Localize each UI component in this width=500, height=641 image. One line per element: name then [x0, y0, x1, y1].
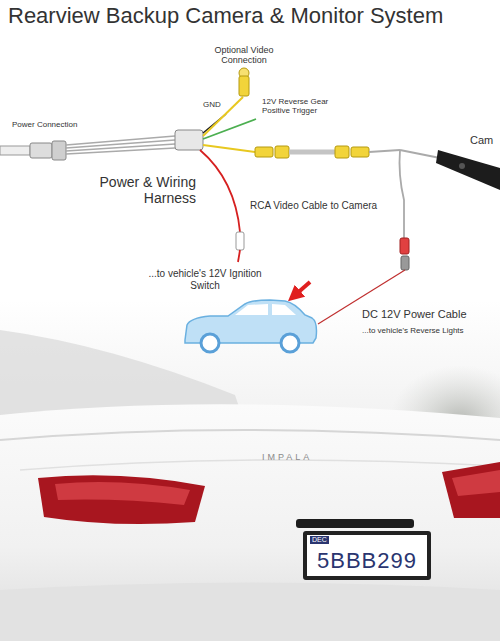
- car-photo-part: [0, 404, 500, 641]
- car-badge-wrap: IMPALA: [262, 452, 312, 462]
- connection-note-wrap: ...to vehicle's 12V Ignition Switch: [146, 268, 264, 291]
- red-arrow: [294, 282, 310, 296]
- car-icon-part: [201, 334, 219, 352]
- cable-label: RCA Video Cable to Camera: [250, 200, 377, 212]
- part-name: Power & Wiring Harness: [82, 174, 196, 206]
- part-name-wrap: Cam: [470, 134, 493, 147]
- power-cable-part: [52, 141, 66, 160]
- plate-sticker-wrap: DEC: [310, 536, 329, 544]
- camera-part: [459, 163, 465, 169]
- plate-sticker: DEC: [310, 536, 329, 544]
- car-badge: IMPALA: [262, 452, 312, 462]
- connection-note-wrap: ...to vehicle's Reverse Lights: [362, 326, 464, 335]
- rca-video-cable-part: [203, 145, 255, 152]
- car-icon-part: [272, 304, 296, 315]
- power-cable-part: [66, 136, 175, 154]
- car-photo-part: [0, 300, 500, 641]
- car-photo-part: [55, 482, 190, 505]
- power-cable-part: [0, 146, 30, 155]
- car-photo-part: [0, 430, 500, 440]
- cable-label-wrap: RCA Video Cable to Camera: [250, 200, 377, 212]
- rca-video-cable-part: [255, 147, 273, 157]
- harness-wires-part: [236, 232, 244, 250]
- connector-label: Power Connection: [12, 120, 77, 129]
- car-photo: [0, 300, 500, 641]
- car-photo-part: [38, 475, 205, 524]
- rca-video-cable-part: [369, 150, 400, 152]
- rca-video-cable: [203, 145, 440, 158]
- car-photo-part: [452, 470, 500, 496]
- connection-note: ...to vehicle's 12V Ignition Switch: [146, 268, 264, 291]
- camera-power-cable-part: [400, 238, 409, 254]
- harness-wires: [200, 68, 256, 262]
- rca-video-cable-part: [351, 147, 369, 157]
- power-cable-part: [30, 143, 52, 158]
- harness-wires-part: [238, 250, 240, 262]
- wire-label-wrap: GND: [203, 100, 221, 109]
- camera-part: [436, 150, 500, 190]
- connector-label-wrap: Optional Video Connection: [202, 45, 286, 66]
- cable-label-wrap: DC 12V Power Cable: [362, 308, 467, 321]
- cable-label: DC 12V Power Cable: [362, 308, 467, 321]
- harness-wires-part: [203, 119, 256, 139]
- car-photo-part: [442, 462, 500, 518]
- camera-power-cable: [318, 150, 409, 324]
- plate-number: 5BBB299: [317, 548, 417, 573]
- connection-note: ...to vehicle's Reverse Lights: [362, 326, 464, 335]
- harness-wires-part: [200, 150, 240, 232]
- part-name: Cam: [470, 134, 493, 147]
- connector-label: Optional Video Connection: [202, 45, 286, 66]
- title: Rearview Backup Camera & Monitor System: [8, 3, 443, 28]
- rca-video-cable-part: [289, 150, 335, 155]
- red-arrow-part: [294, 282, 310, 296]
- car-icon-part: [235, 304, 268, 315]
- harness-wires-part: [203, 97, 243, 136]
- harness-hub: [175, 130, 203, 150]
- car-icon-part: [281, 334, 299, 352]
- harness-wires-part: [239, 76, 249, 96]
- car-photo-part: [296, 519, 414, 528]
- connector-label-wrap: Power Connection: [12, 120, 77, 129]
- wire-label: 12V Reverse Gear Positive Trigger: [262, 97, 342, 115]
- harness-hub-part: [175, 130, 203, 150]
- camera: [436, 150, 500, 190]
- camera-power-cable-part: [401, 256, 409, 270]
- camera-power-cable-part: [400, 150, 405, 238]
- wire-label-wrap: 12V Reverse Gear Positive Trigger: [262, 97, 342, 115]
- rca-video-cable-part: [400, 150, 440, 158]
- car-photo-part: [20, 460, 500, 470]
- wire-label: GND: [203, 100, 221, 109]
- title-wrap: Rearview Backup Camera & Monitor System: [8, 3, 443, 28]
- part-name-wrap: Power & Wiring Harness: [82, 174, 196, 206]
- rca-video-cable-part: [335, 146, 349, 158]
- rca-video-cable-part: [275, 146, 289, 158]
- car-icon: [185, 300, 317, 352]
- car-photo-part: [0, 583, 500, 641]
- power-cable: [0, 136, 175, 160]
